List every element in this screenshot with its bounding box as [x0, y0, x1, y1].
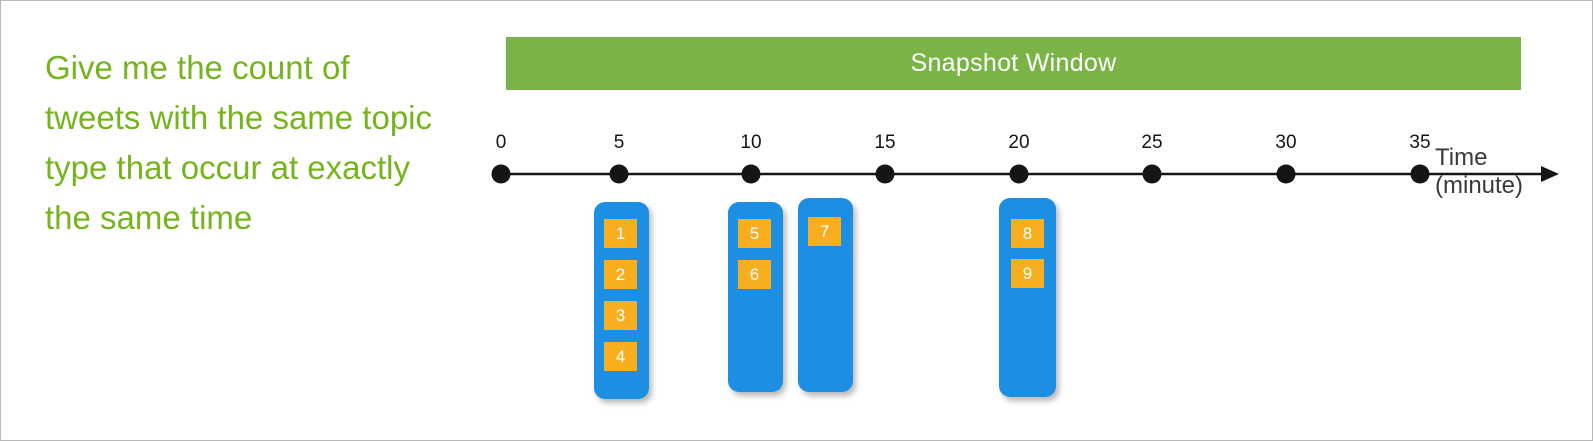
tick-label-15: 15: [874, 132, 896, 153]
question-text: Give me the count of tweets with the sam…: [45, 49, 442, 236]
column-at-5[interactable]: 1 2 3 4: [594, 202, 649, 399]
tick-label-20: 20: [1008, 132, 1030, 153]
tweet-tile-3[interactable]: 3: [604, 301, 637, 330]
tick-label-5: 5: [613, 132, 625, 153]
tick-dot-25: [1142, 164, 1162, 184]
tick-label-10: 10: [740, 132, 762, 153]
column-at-12[interactable]: 7: [798, 198, 853, 392]
tick-dot-0: [491, 164, 511, 184]
tick-dot-30: [1276, 164, 1296, 184]
tick-dot-group: [491, 164, 1430, 184]
tweet-tile-7[interactable]: 7: [808, 217, 841, 246]
tick-label-0: 0: [495, 132, 507, 153]
tick-dot-20: [1009, 164, 1029, 184]
tweet-tile-4[interactable]: 4: [604, 342, 637, 371]
axis-caption: Time (minute): [1435, 144, 1523, 200]
tick-dot-10: [741, 164, 761, 184]
axis-arrowhead: [1541, 166, 1559, 182]
tick-label-35: 35: [1409, 132, 1431, 153]
tweet-tile-2[interactable]: 2: [604, 260, 637, 289]
snapshot-window-label: Snapshot Window: [910, 49, 1117, 77]
snapshot-window-bar: Snapshot Window: [506, 37, 1521, 90]
tweet-tile-9[interactable]: 9: [1011, 259, 1044, 288]
tick-label-25: 25: [1141, 132, 1163, 153]
axis-caption-line-2: (minute): [1435, 172, 1524, 199]
tick-label-30: 30: [1275, 132, 1297, 153]
tweet-tile-1[interactable]: 1: [604, 219, 637, 248]
tick-dot-35: [1410, 164, 1430, 184]
tick-dot-15: [875, 164, 895, 184]
tweet-tile-6[interactable]: 6: [738, 260, 771, 289]
axis-caption-line-1: Time: [1435, 144, 1488, 171]
tick-dot-5: [609, 164, 629, 184]
tweet-tile-8[interactable]: 8: [1011, 219, 1044, 248]
tweet-tile-5[interactable]: 5: [738, 219, 771, 248]
